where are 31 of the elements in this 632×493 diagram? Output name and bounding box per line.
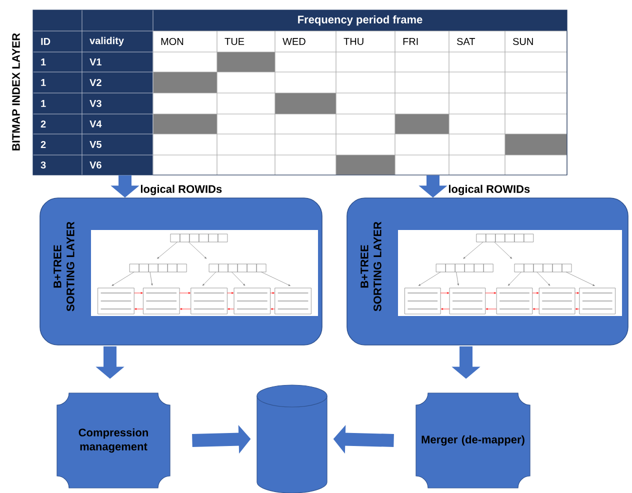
column-header: SAT (457, 38, 476, 46)
column-header: FRI (403, 38, 418, 45)
edge-label: logical ROWIDs (140, 184, 222, 196)
row-header: V3 (90, 100, 102, 108)
process-box: Compression management (56, 392, 170, 488)
edge-label: logical ROWIDs (448, 184, 530, 196)
row-header: V6 (90, 161, 102, 169)
layer-label: B+TREE SORTING LAYER (360, 222, 382, 312)
database-cylinder (256, 384, 328, 493)
column-header: MON (161, 38, 184, 46)
column-header: ID (41, 38, 50, 45)
row-header: V5 (90, 141, 102, 148)
row-header: 1 (41, 79, 46, 86)
process-box: Merger (de-mapper) (416, 392, 530, 488)
row-header: 1 (41, 58, 46, 66)
row-header: V2 (90, 79, 102, 86)
row-header: 3 (40, 161, 46, 169)
column-header: validity (90, 36, 124, 46)
column-header: SUN (513, 38, 533, 46)
row-header: 2 (40, 120, 46, 128)
column-header: THU (344, 38, 364, 45)
row-header: V1 (90, 58, 102, 66)
layer-label: BITMAP INDEX LAYER (12, 33, 20, 150)
layer-label: B+TREE SORTING LAYER (54, 222, 74, 312)
bitmap-table (32, 10, 568, 176)
row-header: 1 (41, 100, 46, 107)
row-header: V4 (90, 120, 102, 128)
table-header: Frequency period frame (298, 15, 422, 26)
row-header: 2 (40, 141, 46, 148)
column-header: WED (282, 38, 306, 45)
column-header: TUE (224, 38, 244, 45)
